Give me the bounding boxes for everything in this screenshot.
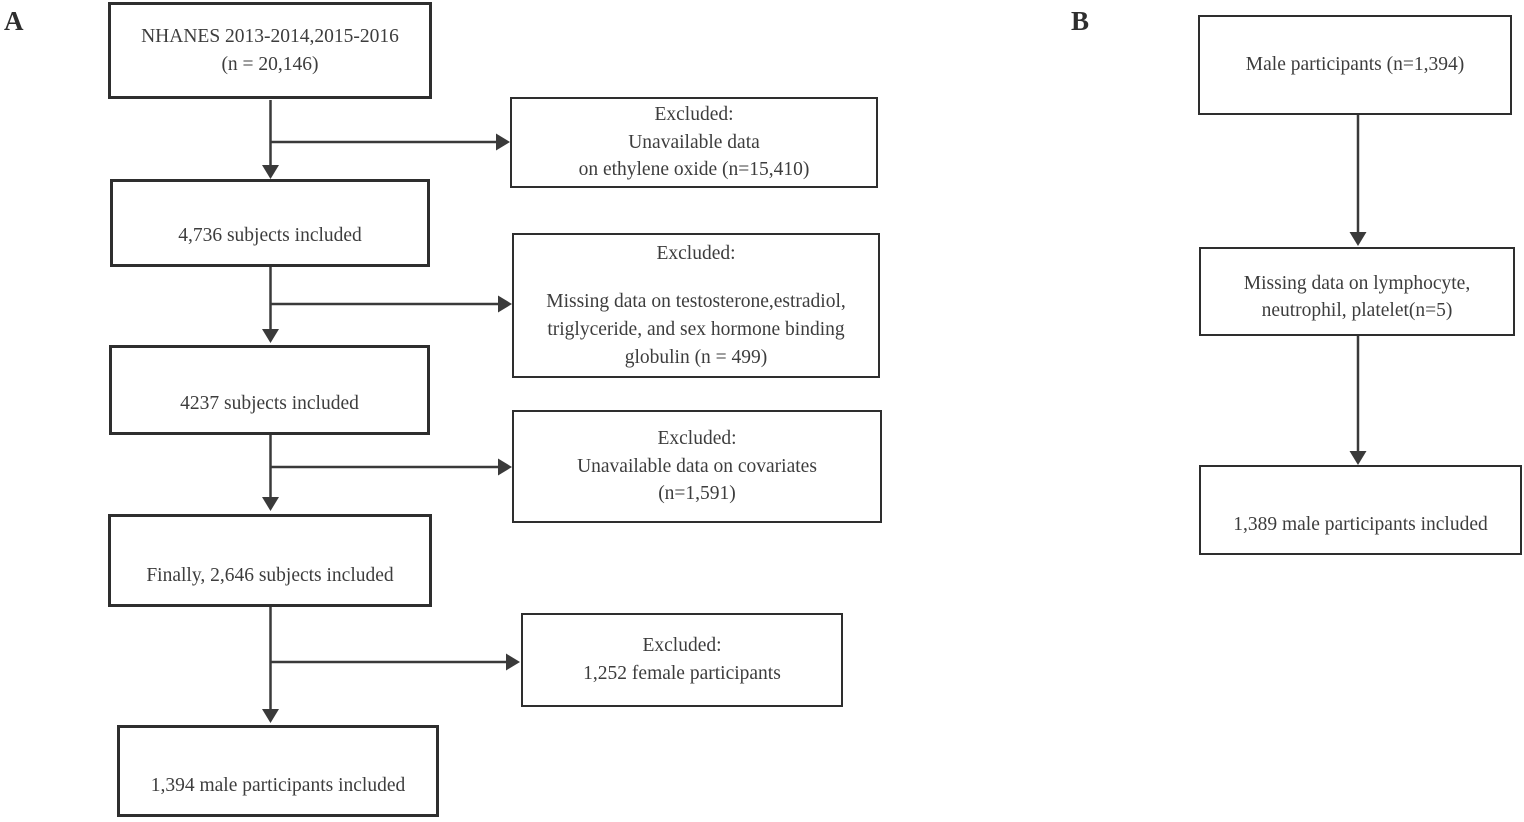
node-excluded-female: Excluded: 1,252 female participants xyxy=(521,613,843,707)
arrowhead-a-branch1 xyxy=(496,133,510,151)
node-text-line: Excluded: xyxy=(656,242,736,264)
panel-a-label: A xyxy=(4,6,24,36)
node-text-line: triglyceride, and sex hormone binding xyxy=(547,319,845,340)
node-text-line: 4,736 subjects included xyxy=(178,225,362,247)
node-included-4237: 4237 subjects included xyxy=(109,345,430,435)
arrowhead-a-branch4 xyxy=(506,653,520,671)
node-included-male-1394: 1,394 male participants included xyxy=(117,725,439,817)
node-excluded-covariates: Excluded: Unavailable data on covariates… xyxy=(512,410,882,523)
node-text-line: 4237 subjects included xyxy=(180,393,359,415)
arrowhead-a-branch2 xyxy=(498,295,512,313)
arrowhead-b1 xyxy=(1349,232,1367,246)
node-text-line: Unavailable data on covariates xyxy=(577,455,817,477)
node-text-line: NHANES 2013-2014,2015-2016 xyxy=(141,25,399,47)
node-text-line: on ethylene oxide (n=15,410) xyxy=(578,159,810,181)
node-text-line: neutrophil, platelet(n=5) xyxy=(1261,300,1453,322)
node-text-line: Excluded: xyxy=(657,427,737,449)
node-text-line: (n = 20,146) xyxy=(221,53,319,75)
node-text-line: 1,389 male participants included xyxy=(1233,514,1488,536)
arrowhead-a4 xyxy=(262,709,279,723)
node-text-line: Finally, 2,646 subjects included xyxy=(146,565,394,587)
node-text-line: Male participants (n=1,394) xyxy=(1245,54,1465,76)
node-excluded-ethylene-oxide: Excluded: Unavailable data on ethylene o… xyxy=(510,97,878,188)
node-text-line: Excluded: xyxy=(654,103,734,125)
node-source-population: NHANES 2013-2014,2015-2016 (n = 20,146) xyxy=(108,2,432,99)
arrowhead-b2 xyxy=(1349,451,1367,465)
arrowhead-a-branch3 xyxy=(498,458,512,476)
node-text-line: Excluded: xyxy=(642,635,722,657)
node-text-line: Missing data on testosterone,estradiol, xyxy=(546,291,846,313)
arrowhead-a2 xyxy=(262,329,279,343)
node-text-line: Unavailable data xyxy=(628,131,760,153)
node-included-2646: Finally, 2,646 subjects included xyxy=(108,514,432,607)
node-excluded-hormone-data: Excluded: Missing data on testosterone,e… xyxy=(512,233,880,378)
node-b-male-participants: Male participants (n=1,394) xyxy=(1198,15,1512,115)
arrowhead-a1 xyxy=(262,165,279,179)
node-included-4736: 4,736 subjects included xyxy=(110,179,430,267)
panel-b-label: B xyxy=(1071,6,1090,36)
node-b-missing-cbc: Missing data on lymphocyte, neutrophil, … xyxy=(1199,247,1515,336)
node-text-line: 1,252 female participants xyxy=(583,663,781,684)
arrowhead-a3 xyxy=(262,497,279,511)
node-text-line: globulin (n = 499) xyxy=(624,346,768,368)
node-text-line: (n=1,591) xyxy=(658,483,736,505)
node-text-line: Missing data on lymphocyte, xyxy=(1243,272,1471,294)
node-text-line: 1,394 male participants included xyxy=(150,775,406,797)
node-b-included-1389: 1,389 male participants included xyxy=(1199,465,1522,555)
